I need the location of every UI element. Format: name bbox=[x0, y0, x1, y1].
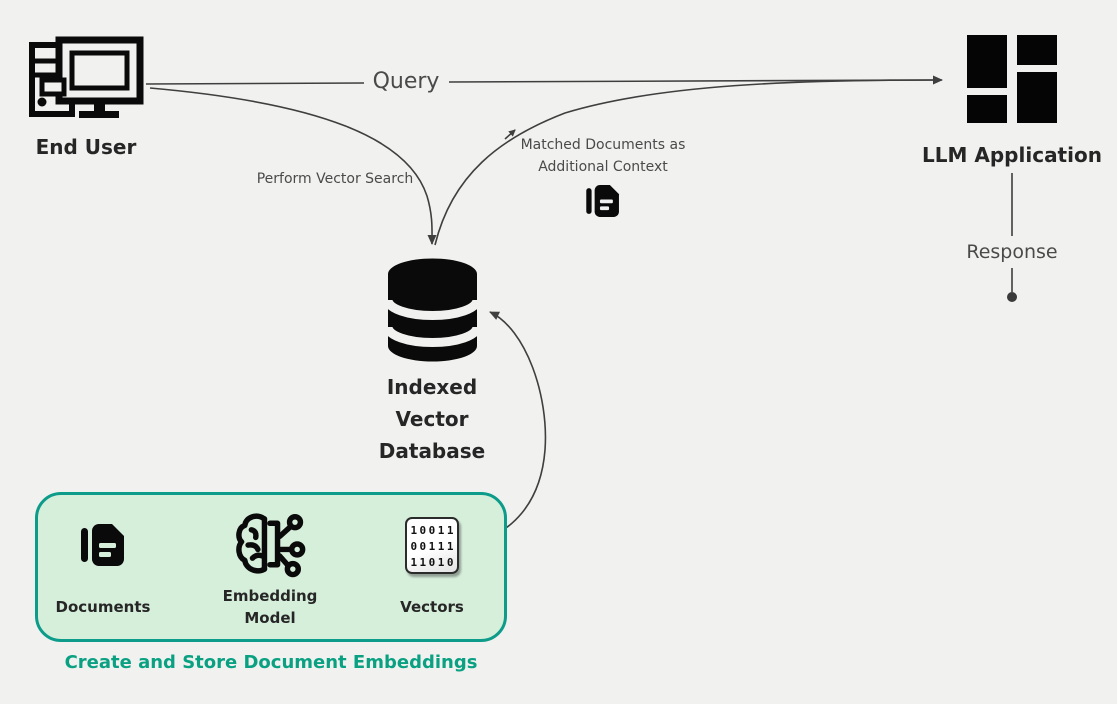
vector-db-label-line2: Vector bbox=[395, 407, 469, 431]
documents-icon bbox=[81, 522, 127, 566]
vector-db-label: Indexed Vector Database bbox=[352, 371, 512, 467]
response-endpoint-dot bbox=[1007, 292, 1017, 302]
query-line-left bbox=[145, 82, 365, 85]
vector-search-curve bbox=[149, 87, 437, 245]
brain-circuit-icon bbox=[236, 513, 306, 578]
binary-matrix-row: 11010 bbox=[410, 556, 457, 569]
llm-application-label: LLM Application bbox=[922, 143, 1102, 167]
database-icon bbox=[386, 258, 479, 362]
vectors-label: Vectors bbox=[400, 598, 464, 616]
documents-label: Documents bbox=[55, 598, 151, 616]
query-line-right bbox=[448, 75, 943, 85]
desktop-computer-icon bbox=[29, 36, 144, 118]
app-grid-icon bbox=[967, 35, 1057, 123]
matched-docs-label-line2: Additional Context bbox=[538, 159, 668, 175]
binary-matrix-row: 00111 bbox=[410, 540, 457, 553]
vector-db-label-line3: Database bbox=[378, 439, 486, 463]
binary-matrix-row: 10011 bbox=[410, 524, 457, 537]
matched-docs-label-line1: Matched Documents as bbox=[520, 137, 686, 153]
query-edge-label: Query bbox=[372, 69, 440, 94]
documents-icon bbox=[586, 183, 622, 217]
embedding-model-label-line2: Model bbox=[244, 609, 296, 627]
pipeline-caption: Create and Store Document Embeddings bbox=[64, 652, 478, 673]
end-user-label: End User bbox=[35, 135, 137, 159]
vector-search-edge-label: Perform Vector Search bbox=[256, 171, 414, 187]
binary-matrix-icon: 10011 00111 11010 bbox=[405, 517, 459, 574]
embedding-model-label-line1: Embedding bbox=[222, 587, 318, 605]
vector-db-label-line1: Indexed bbox=[386, 375, 478, 399]
response-edge-label: Response bbox=[966, 241, 1058, 263]
